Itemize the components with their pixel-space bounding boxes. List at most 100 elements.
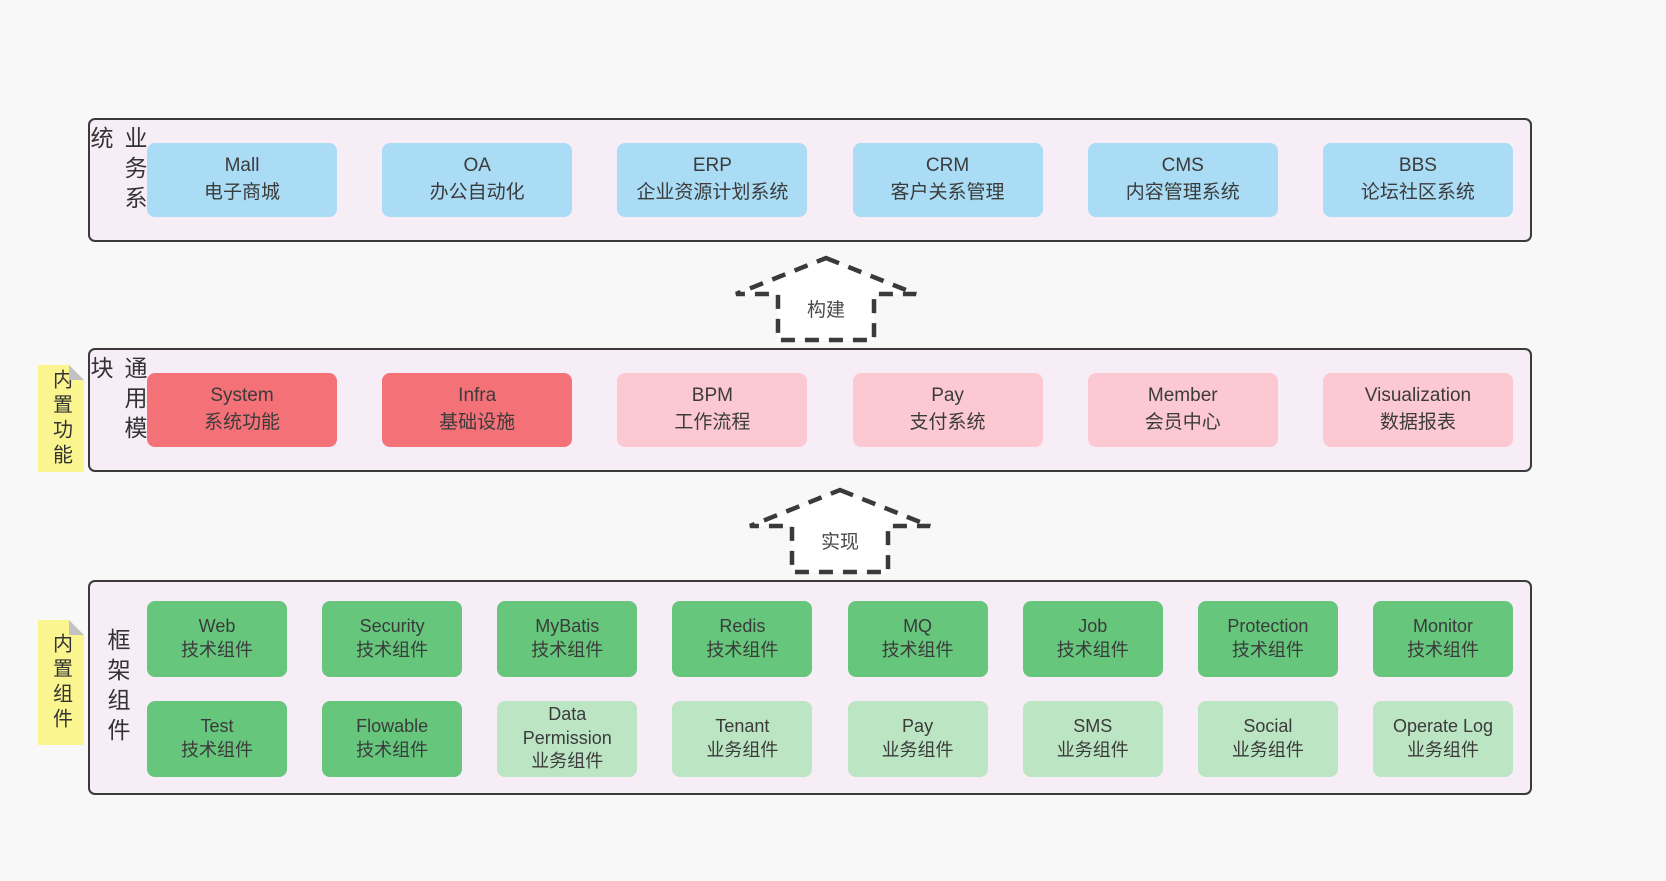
- box-title: Pay: [902, 715, 934, 736]
- box-visualization: Visualization 数据报表: [1322, 373, 1513, 447]
- box-system: System 系统功能: [147, 373, 337, 447]
- box-data-permission: Data Permission 业务组件: [497, 700, 638, 777]
- box-protection: Protection 技术组件: [1197, 600, 1338, 677]
- box-subtitle: 业务组件: [1056, 739, 1129, 760]
- box-title: MQ: [903, 615, 933, 636]
- box-subtitle: 技术组件: [356, 639, 429, 660]
- box-subtitle: 电子商城: [203, 182, 280, 203]
- box-pay: Pay 支付系统: [852, 373, 1043, 447]
- box-title: Tenant: [715, 715, 770, 736]
- layer-business-systems-boxes: Mall 电子商城 OA 办公自动化 ERP 企业资源计划系统 CRM 客户关系管理 CMS 内容…: [144, 120, 1530, 240]
- layer-framework-components-label: 框架组件: [104, 627, 130, 748]
- box-title: ERP: [692, 155, 732, 177]
- box-title: Protection: [1227, 615, 1309, 636]
- box-mq: MQ 技术组件: [847, 600, 988, 677]
- arrow-implement-label: 实现: [821, 531, 859, 553]
- box-subtitle: 技术组件: [356, 739, 429, 760]
- box-title: SMS: [1073, 715, 1113, 736]
- box-subtitle: 技术组件: [531, 639, 604, 660]
- box-title: Mall: [224, 155, 260, 177]
- box-subtitle: 会员中心: [1144, 412, 1221, 433]
- box-title: CRM: [925, 155, 970, 177]
- layer-common-modules-label: 通用模块: [87, 356, 147, 446]
- box-flowable: Flowable 技术组件: [322, 700, 463, 777]
- box-subtitle: 业务组件: [706, 739, 779, 760]
- box-tenant: Tenant 业务组件: [672, 700, 813, 777]
- box-subtitle: 内容管理系统: [1125, 182, 1240, 203]
- box-subtitle: 工作流程: [674, 412, 751, 433]
- arrow-up-dashed-icon: 实现: [749, 487, 931, 575]
- box-subtitle: 论坛社区系统: [1360, 182, 1475, 203]
- box-security: Security 技术组件: [322, 600, 463, 677]
- box-title: BPM: [691, 385, 733, 407]
- box-cms: CMS 内容管理系统: [1087, 143, 1278, 217]
- box-crm: CRM 客户关系管理: [852, 143, 1043, 217]
- box-title: Visualization: [1364, 385, 1472, 407]
- box-title: Member: [1147, 385, 1218, 407]
- arrow-implement: 实现: [740, 486, 940, 576]
- box-title: CMS: [1161, 155, 1204, 177]
- box-title: Infra: [458, 385, 497, 407]
- box-subtitle: 基础设施: [439, 412, 516, 433]
- box-title: Monitor: [1412, 615, 1473, 636]
- sticky-note-built-in-components: 内置组件: [38, 620, 84, 745]
- box-title: Social: [1243, 715, 1293, 736]
- box-subtitle: 技术组件: [881, 639, 954, 660]
- box-subtitle: 技术组件: [181, 739, 253, 760]
- box-title: Security: [359, 615, 425, 636]
- box-erp: ERP 企业资源计划系统: [617, 143, 808, 217]
- box-subtitle: 业务组件: [1406, 739, 1479, 760]
- box-infra: Infra 基础设施: [382, 373, 573, 447]
- layer-business-systems-label: 业务系统: [87, 126, 147, 216]
- box-bpm: BPM 工作流程: [617, 373, 808, 447]
- box-mall: Mall 电子商城: [147, 143, 337, 217]
- box-oa: OA 办公自动化: [382, 143, 573, 217]
- box-title: Web: [198, 615, 236, 636]
- box-subtitle: 业务组件: [1231, 739, 1304, 760]
- box-social: Social 业务组件: [1197, 700, 1338, 777]
- box-sms: SMS 业务组件: [1022, 700, 1163, 777]
- box-subtitle: 技术组件: [706, 639, 779, 660]
- box-monitor: Monitor 技术组件: [1372, 600, 1513, 677]
- box-subtitle: 业务组件: [881, 739, 954, 760]
- box-title: Pay: [931, 385, 964, 407]
- box-title: Flowable: [356, 715, 429, 736]
- box-title: OA: [463, 155, 491, 177]
- box-subtitle: 客户关系管理: [890, 182, 1005, 203]
- box-subtitle: 技术组件: [1406, 639, 1479, 660]
- box-web: Web 技术组件: [147, 600, 287, 677]
- box-subtitle: 业务组件: [531, 751, 604, 772]
- box-title: MyBatis: [535, 615, 600, 636]
- box-member: Member 会员中心: [1087, 373, 1278, 447]
- box-subtitle: 系统功能: [203, 412, 280, 433]
- box-subtitle: 技术组件: [1231, 639, 1304, 660]
- arrow-build: 构建: [726, 254, 926, 344]
- box-subtitle: 企业资源计划系统: [636, 182, 789, 203]
- box-title: Operate Log: [1392, 715, 1494, 736]
- box-subtitle: 数据报表: [1379, 412, 1456, 433]
- sticky-note-built-in-functions: 内置功能: [38, 365, 84, 472]
- box-redis: Redis 技术组件: [672, 600, 813, 677]
- arrow-build-label: 构建: [807, 299, 845, 321]
- box-subtitle: 办公自动化: [429, 182, 525, 203]
- box-title: Data Permission: [522, 703, 612, 748]
- box-subtitle: 技术组件: [1056, 639, 1129, 660]
- layer-common-modules-boxes: System 系统功能 Infra 基础设施 BPM 工作流程 Pay 支付系统 Member 会…: [144, 350, 1530, 470]
- box-title: Redis: [719, 615, 766, 636]
- layer-business-systems: 业务系统 Mall 电子商城 OA 办公自动化 ERP 企业资源计划系统 CRM 客户关系管理…: [87, 118, 1532, 242]
- box-operate-log: Operate Log 业务组件: [1372, 700, 1513, 777]
- box-pay: Pay 业务组件: [847, 700, 988, 777]
- arrow-up-dashed-icon: 构建: [735, 255, 917, 343]
- layer-common-modules: 通用模块 System 系统功能 Infra 基础设施 BPM 工作流程 Pay 支付系统 Me…: [87, 348, 1532, 472]
- box-subtitle: 支付系统: [909, 412, 986, 433]
- box-title: System: [210, 385, 274, 407]
- box-subtitle: 技术组件: [181, 639, 253, 660]
